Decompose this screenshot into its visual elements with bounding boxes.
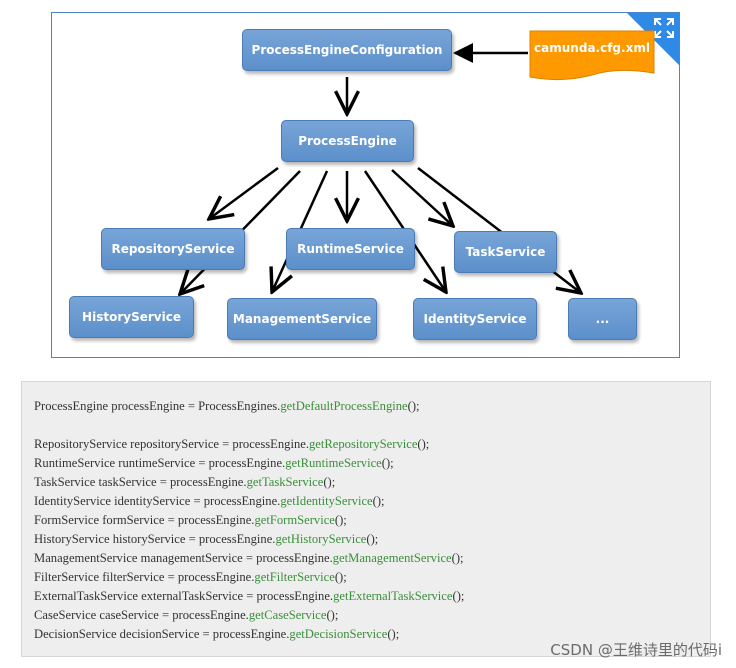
code-method: getFilterService — [254, 570, 335, 584]
code-text: DecisionService decisionService = proces… — [34, 627, 290, 641]
code-text: (); — [451, 551, 464, 565]
code-text: ProcessEngine processEngine = ProcessEng… — [34, 399, 281, 413]
code-text: RuntimeService runtimeService = processE… — [34, 456, 286, 470]
code-text: CaseService caseService = processEngine. — [34, 608, 249, 622]
code-method: getHistoryService — [275, 532, 367, 546]
code-method: getDefaultProcessEngine — [280, 399, 408, 413]
code-text: RepositoryService repositoryService = pr… — [34, 437, 309, 451]
code-text: (); — [381, 456, 394, 470]
code-method: getCaseService — [248, 608, 327, 622]
node-identity-service: IdentityService — [413, 298, 537, 340]
code-method: getTaskService — [246, 475, 324, 489]
code-line: ExternalTaskService externalTaskService … — [34, 587, 464, 606]
code-block: ProcessEngine processEngine = ProcessEng… — [21, 381, 711, 657]
config-file-document-shape — [529, 30, 655, 81]
code-method: getDecisionService — [289, 627, 388, 641]
code-line: IdentityService identityService = proces… — [34, 492, 464, 511]
code-text: ExternalTaskService externalTaskService … — [34, 589, 334, 603]
code-text: HistoryService historyService = processE… — [34, 532, 276, 546]
config-file-label: camunda.cfg.xml — [534, 41, 650, 55]
code-method: getRuntimeService — [285, 456, 382, 470]
code-text: (); — [387, 627, 400, 641]
code-method: getIdentityService — [280, 494, 373, 508]
node-history-service: HistoryService — [69, 296, 194, 338]
node-task-service: TaskService — [454, 231, 557, 273]
code-text: (); — [372, 494, 385, 508]
code-line: RepositoryService repositoryService = pr… — [34, 435, 464, 454]
link-engine-to-task — [391, 169, 453, 226]
code-text: (); — [417, 437, 430, 451]
code-text: IdentityService identityService = proces… — [34, 494, 281, 508]
code-line: ManagementService managementService = pr… — [34, 549, 464, 568]
code-lines: ProcessEngine processEngine = ProcessEng… — [34, 397, 464, 644]
code-text: ManagementService managementService = pr… — [34, 551, 333, 565]
node-more-services: ... — [568, 298, 637, 340]
code-method: getManagementService — [332, 551, 452, 565]
expand-arrows-icon[interactable] — [653, 17, 675, 39]
code-text: (); — [323, 475, 336, 489]
code-line: CaseService caseService = processEngine.… — [34, 606, 464, 625]
code-line: ProcessEngine processEngine = ProcessEng… — [34, 397, 464, 416]
node-process-engine: ProcessEngine — [281, 120, 414, 162]
code-text: (); — [452, 589, 465, 603]
code-line — [34, 416, 464, 435]
code-line: TaskService taskService = processEngine.… — [34, 473, 464, 492]
code-method: getRepositoryService — [309, 437, 418, 451]
code-text: (); — [334, 513, 347, 527]
code-method: getFormService — [254, 513, 335, 527]
code-text: (); — [407, 399, 420, 413]
architecture-diagram: camunda.cfg.xml ProcessEngineConfigurati… — [51, 12, 680, 358]
code-line: RuntimeService runtimeService = processE… — [34, 454, 464, 473]
code-method: getExternalTaskService — [333, 589, 453, 603]
node-runtime-service: RuntimeService — [286, 228, 415, 270]
node-management-service: ManagementService — [227, 298, 377, 340]
node-repository-service: RepositoryService — [101, 228, 245, 270]
code-text: FilterService filterService = processEng… — [34, 570, 255, 584]
code-line: FormService formService = processEngine.… — [34, 511, 464, 530]
code-text: (); — [366, 532, 379, 546]
code-line: FilterService filterService = processEng… — [34, 568, 464, 587]
code-line: DecisionService decisionService = proces… — [34, 625, 464, 644]
watermark: CSDN @王维诗里的代码i — [550, 641, 722, 659]
code-text: (); — [326, 608, 339, 622]
code-line: HistoryService historyService = processE… — [34, 530, 464, 549]
code-text: (); — [334, 570, 347, 584]
node-process-engine-configuration: ProcessEngineConfiguration — [242, 29, 452, 71]
code-text: FormService formService = processEngine. — [34, 513, 255, 527]
link-engine-to-repository — [209, 166, 279, 219]
code-text: TaskService taskService = processEngine. — [34, 475, 247, 489]
